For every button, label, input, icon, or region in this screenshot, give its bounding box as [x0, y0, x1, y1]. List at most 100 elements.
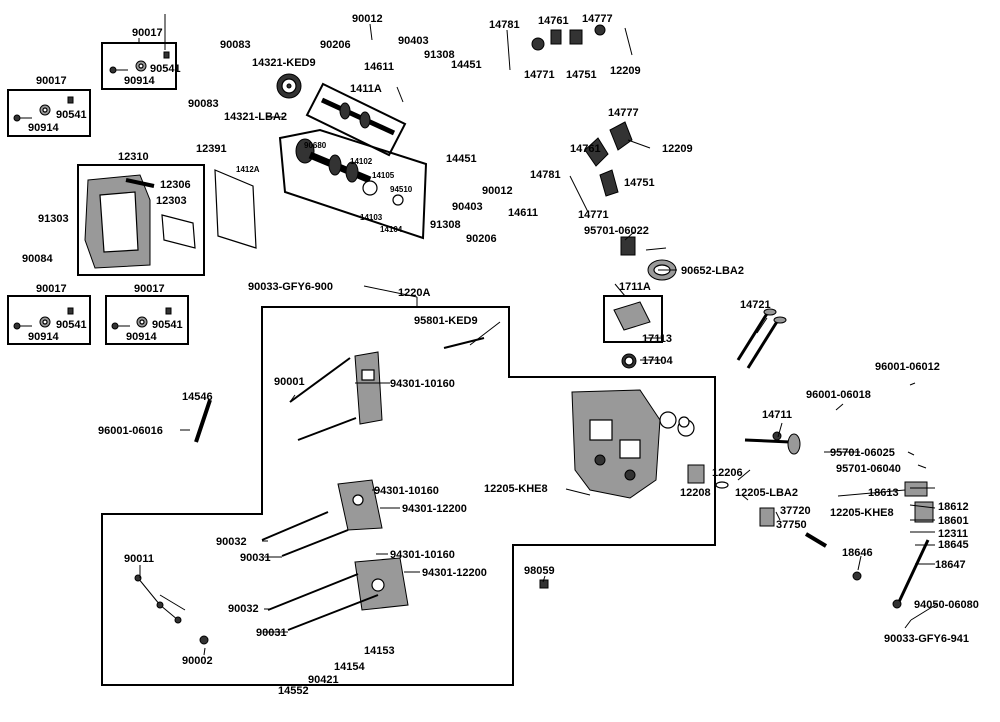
- label-90541-left: 90541: [56, 109, 87, 121]
- label-90541-top: 90541: [150, 63, 181, 75]
- label-94510: 94510: [390, 185, 413, 194]
- label-90032-a: 90032: [216, 536, 247, 548]
- label-95701-06022: 95701-06022: [584, 225, 649, 237]
- label-91308-a: 91308: [424, 49, 455, 61]
- label-1412a: 1412A: [236, 165, 260, 174]
- label-37720: 37720: [780, 505, 811, 517]
- label-90017-bottom-left: 90017: [36, 283, 67, 295]
- gasket-12391: [214, 169, 257, 249]
- box-1711a: [603, 295, 663, 343]
- label-90421: 90421: [308, 674, 339, 686]
- camshaft-1411a: [320, 97, 396, 136]
- label-18647: 18647: [935, 559, 966, 571]
- leader-lines: [138, 14, 938, 656]
- label-90084: 90084: [22, 253, 53, 265]
- cylinder-head-casting: [571, 389, 705, 499]
- label-18612: 18612: [938, 501, 969, 513]
- label-12205-khe8-a: 12205-KHE8: [484, 483, 548, 495]
- label-94050-06080: 94050-06080: [914, 599, 979, 611]
- label-14771-b: 14771: [578, 209, 609, 221]
- label-18646: 18646: [842, 547, 873, 559]
- label-14751-b: 14751: [624, 177, 655, 189]
- label-18613: 18613: [868, 487, 899, 499]
- label-12209-a: 12209: [610, 65, 641, 77]
- label-12209-b: 12209: [662, 143, 693, 155]
- label-90083-b: 90083: [188, 98, 219, 110]
- label-14611-b: 14611: [508, 207, 538, 219]
- label-12303: 12303: [156, 195, 187, 207]
- valve-14711: [744, 431, 801, 455]
- label-94301-10160-c: 94301-10160: [390, 549, 455, 561]
- label-14777-a: 14777: [582, 13, 613, 25]
- label-90017-bottom-right: 90017: [134, 283, 165, 295]
- label-14771-a: 14771: [524, 69, 555, 81]
- label-12310: 12310: [118, 151, 149, 163]
- label-96001-06018: 96001-06018: [806, 389, 871, 401]
- label-90031-a: 90031: [240, 552, 271, 564]
- label-96001-06012: 96001-06012: [875, 361, 940, 373]
- rocker-arms-mid: [569, 121, 651, 213]
- label-91308-b: 91308: [430, 219, 461, 231]
- label-90403-a: 90403: [398, 35, 429, 47]
- label-17113: 17113: [642, 333, 672, 345]
- label-18645: 18645: [938, 539, 969, 551]
- label-90033-gfy6-941: 90033-GFY6-941: [884, 633, 969, 645]
- label-90652-lba2: 90652-LBA2: [681, 265, 744, 277]
- label-90914-top: 90914: [124, 75, 155, 87]
- label-14761-a: 14761: [538, 15, 569, 27]
- studs: [194, 337, 485, 631]
- label-12391: 12391: [196, 143, 227, 155]
- bolt-set-90017-bottom-right: [111, 307, 172, 330]
- label-18601: 18601: [938, 515, 969, 527]
- part-labels: 90017 90541 90914 90017 90541 90914 9001…: [22, 13, 979, 697]
- label-95701-06040: 95701-06040: [836, 463, 901, 475]
- label-12306: 12306: [160, 179, 191, 191]
- label-90031-b: 90031: [256, 627, 287, 639]
- bolt-set-90017-top: [109, 51, 170, 74]
- plate-12303: [161, 214, 196, 249]
- label-90206-b: 90206: [466, 233, 497, 245]
- label-90541-bottom-right: 90541: [152, 319, 183, 331]
- label-12205-lba2: 12205-LBA2: [735, 487, 798, 499]
- bolts-90011: [134, 574, 209, 645]
- cam-holder-94301-a: [354, 351, 383, 425]
- bolt-set-90017-left: [13, 96, 74, 122]
- label-96001-06016: 96001-06016: [98, 425, 163, 437]
- label-14761-b: 14761: [570, 143, 601, 155]
- label-90001: 90001: [274, 376, 305, 388]
- label-98059: 98059: [524, 565, 555, 577]
- label-14321-lba2: 14321-LBA2: [224, 111, 287, 123]
- label-14751-a: 14751: [566, 69, 597, 81]
- label-14711: 14711: [762, 409, 792, 421]
- cam-holder-94301-c: [354, 557, 409, 611]
- label-91303: 91303: [38, 213, 69, 225]
- label-1411a: 1411A: [350, 83, 382, 95]
- label-14611-a: 14611: [364, 61, 394, 73]
- label-90017-top: 90017: [132, 27, 163, 39]
- label-14781-a: 14781: [489, 19, 520, 31]
- label-12206: 12206: [712, 467, 743, 479]
- label-94301-12200-a: 94301-12200: [402, 503, 467, 515]
- label-14154: 14154: [334, 661, 365, 673]
- box-90017-bottom-left: [7, 295, 91, 345]
- label-90033-gfy6-900: 90033-GFY6-900: [248, 281, 333, 293]
- label-14451-a: 14451: [451, 59, 482, 71]
- label-14552: 14552: [278, 685, 309, 697]
- box-12310-cover: [77, 164, 205, 276]
- label-90206-a: 90206: [320, 39, 351, 51]
- label-94301-10160-a: 94301-10160: [390, 378, 455, 390]
- label-14546: 14546: [182, 391, 213, 403]
- rocker-arms-top: [506, 24, 633, 71]
- cylinder-head-cover-12310: [84, 174, 155, 269]
- label-90914-left: 90914: [28, 122, 59, 134]
- label-90680: 90680: [304, 141, 327, 150]
- label-14781-b: 14781: [530, 169, 561, 181]
- label-90541-bottom-left: 90541: [56, 319, 87, 331]
- label-90012-a: 90012: [352, 13, 383, 25]
- box-1411a-camshaft: [305, 82, 407, 157]
- label-14777-b: 14777: [608, 107, 639, 119]
- label-14321-ked9: 14321-KED9: [252, 57, 316, 69]
- label-94301-10160-b: 94301-10160: [374, 485, 439, 497]
- label-90012-b: 90012: [482, 185, 513, 197]
